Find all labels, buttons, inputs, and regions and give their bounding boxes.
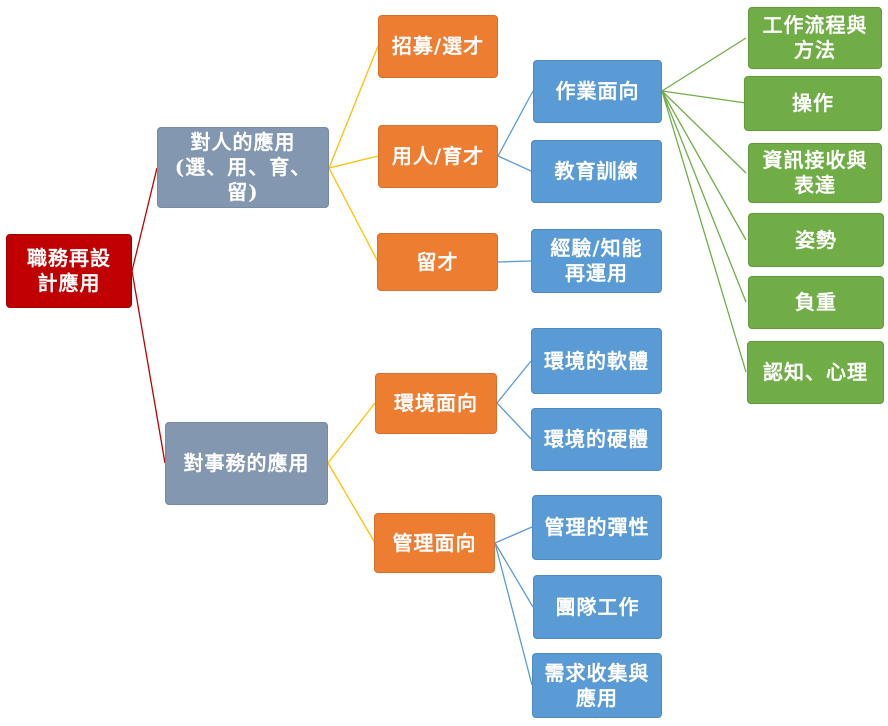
node-recruit: 招募/選才 <box>378 15 498 78</box>
node-experience: 經驗/知能 再運用 <box>531 229 662 293</box>
node-load: 負重 <box>748 276 884 329</box>
link-employ-training <box>497 155 532 172</box>
link-mgmt-needs <box>494 542 533 686</box>
node-training: 教育訓練 <box>531 140 662 203</box>
node-root: 職務再設 計應用 <box>6 234 132 308</box>
link-mgmt-flex <box>494 526 533 544</box>
link-affairs-env <box>327 402 376 464</box>
link-task-posture <box>661 90 747 241</box>
link-people-recruit <box>328 45 379 169</box>
link-task-load <box>661 90 747 303</box>
link-employ-task <box>497 90 534 157</box>
link-root-affairs <box>131 270 166 464</box>
link-env-soft <box>496 360 532 404</box>
link-people-employ <box>328 155 379 169</box>
node-teamwork: 團隊工作 <box>533 575 662 639</box>
node-mgmt: 管理面向 <box>374 513 495 573</box>
link-env-hard <box>496 402 532 440</box>
node-employ: 用人/育才 <box>378 125 498 188</box>
node-env-hard: 環境的硬體 <box>531 408 662 471</box>
link-affairs-mgmt <box>327 462 376 544</box>
node-info: 資訊接收與 表達 <box>748 143 882 203</box>
link-task-operate <box>661 90 747 104</box>
link-people-retain <box>328 167 379 263</box>
node-affairs: 對事務的應用 <box>165 422 328 505</box>
link-root-people <box>131 167 158 272</box>
node-env-soft: 環境的軟體 <box>531 328 662 394</box>
node-mgmt-flex: 管理的彈性 <box>532 495 662 560</box>
node-workflow: 工作流程與 方法 <box>748 7 882 69</box>
link-task-workflow <box>661 37 747 92</box>
link-task-info <box>661 90 747 174</box>
node-posture: 姿勢 <box>748 213 884 267</box>
node-cognition: 認知、心理 <box>747 341 884 404</box>
node-operate: 操作 <box>744 76 882 131</box>
node-env: 環境面向 <box>375 373 497 434</box>
node-retain: 留才 <box>377 233 498 291</box>
link-mgmt-teamwork <box>494 542 534 608</box>
link-task-cognition <box>661 90 747 373</box>
node-needs: 需求收集與 應用 <box>532 653 662 718</box>
link-retain-experience <box>497 260 532 263</box>
node-people: 對人的應用 (選、用、育、留) <box>157 127 329 208</box>
node-task: 作業面向 <box>533 60 662 123</box>
